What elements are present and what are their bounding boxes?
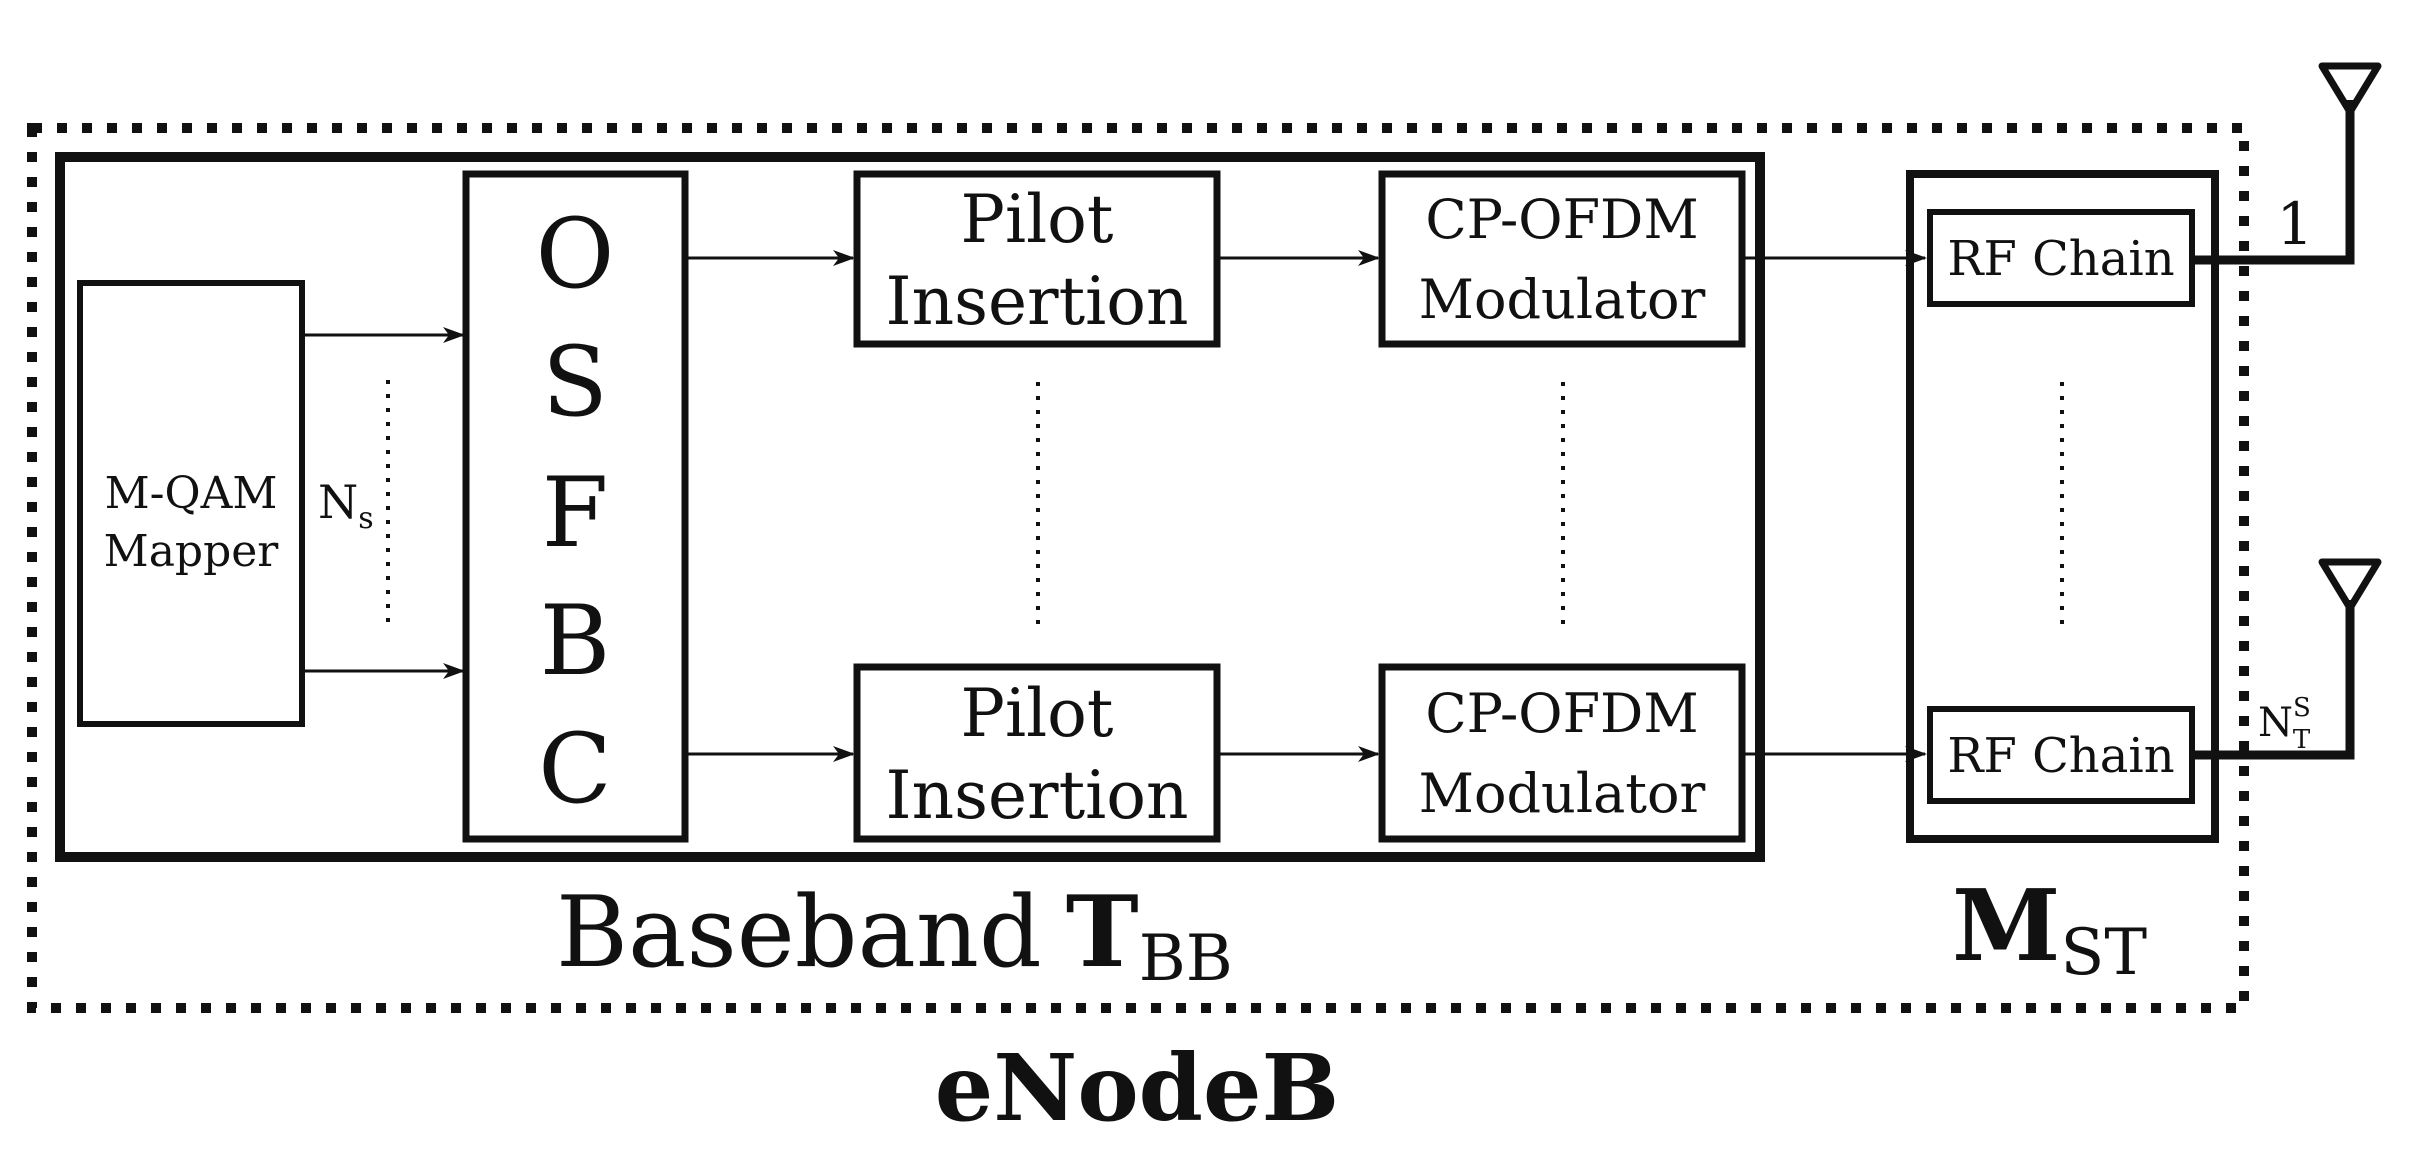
ofdm-bottom-line2: Modulator <box>1419 762 1706 825</box>
enodeb-label: eNodeB <box>935 1034 1340 1142</box>
rf-chain-block-bottom: RF Chain <box>1927 706 2195 804</box>
ofdm-top-line1: CP-OFDM <box>1425 188 1698 251</box>
osfbc-letter-c: C <box>538 713 611 825</box>
enodeb-enclosure <box>27 123 2249 1013</box>
antenna-top: 1 <box>2192 62 2382 265</box>
rf-top-label: RF Chain <box>1947 231 2174 287</box>
antenna-top-label: 1 <box>2277 190 2314 258</box>
ofdm-bottom-line1: CP-OFDM <box>1425 682 1698 745</box>
baseband-enclosure <box>55 152 1765 862</box>
ofdm-top-line2: Modulator <box>1419 268 1706 331</box>
pilot-top-line2: Insertion <box>886 263 1189 340</box>
mapper-label-line1: M-QAM <box>105 468 278 519</box>
streams-label: Ns <box>318 475 374 536</box>
osfbc-letter-o: O <box>536 198 615 310</box>
antenna-top-icon <box>2318 62 2382 116</box>
mapper-label-line2: Mapper <box>104 526 280 577</box>
osfbc-letter-f: F <box>542 457 609 569</box>
mst-enclosure <box>1906 170 2219 843</box>
rf-bottom-label: RF Chain <box>1947 728 2174 784</box>
osfbc-block: O S F B C <box>462 170 689 843</box>
mst-label: MST <box>1952 869 2147 990</box>
pilot-insertion-block-top: Pilot Insertion <box>853 170 1221 348</box>
pilot-bottom-line2: Insertion <box>886 757 1189 834</box>
pilot-insertion-block-bottom: Pilot Insertion <box>853 663 1221 843</box>
pilot-bottom-line1: Pilot <box>961 675 1114 752</box>
osfbc-letter-b: B <box>540 585 611 697</box>
mqam-mapper-block: M-QAM Mapper <box>77 280 305 727</box>
cp-ofdm-modulator-block-top: CP-OFDM Modulator <box>1378 170 1746 348</box>
osfbc-letter-s: S <box>542 326 608 438</box>
rf-chain-block-top: RF Chain <box>1927 209 2195 307</box>
cp-ofdm-modulator-block-bottom: CP-OFDM Modulator <box>1378 663 1746 843</box>
antenna-bottom-icon <box>2318 558 2382 612</box>
pilot-top-line1: Pilot <box>961 181 1114 258</box>
